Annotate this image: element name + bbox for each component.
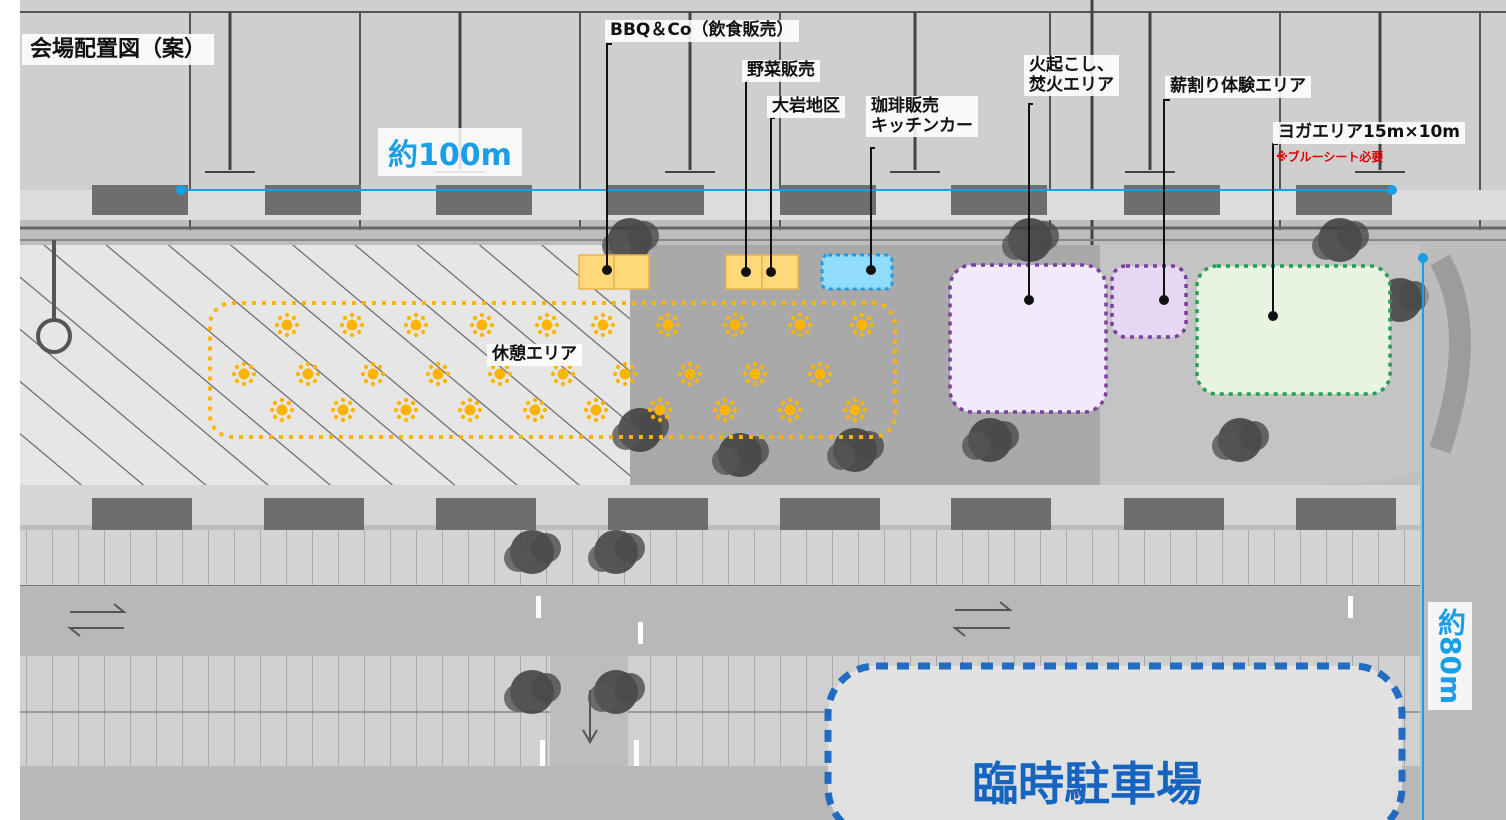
yoga-note: ※ブルーシート必要 [1276,150,1384,164]
seat-marker [295,361,321,387]
label-oiwa: 大岩地区 [767,96,845,118]
label-coffee-line1: 珈琲販売 [871,96,939,116]
seat-marker [231,361,257,387]
seat-marker [849,312,875,338]
label-fire: 火起こし、 焚火エリア [1024,55,1119,97]
label-coffee: 珈琲販売 キッチンカー [866,96,978,138]
seat-marker [457,397,483,423]
seat-marker [403,312,429,338]
depth-dimension: 約80m [1428,602,1472,711]
seat-marker [655,312,681,338]
seat-marker [469,312,495,338]
seat-marker [534,312,560,338]
seat-marker [360,361,386,387]
label-coffee-line2: キッチンカー [871,115,973,136]
label-yoga: ヨガエリア15m×10m [1273,122,1465,144]
seat-marker [712,397,738,423]
label-parking: 臨時駐車場 [972,757,1202,811]
page-title: 会場配置図（案） [22,34,215,66]
seat-marker [274,312,300,338]
seat-marker [842,397,868,423]
seat-marker [425,361,451,387]
seat-marker [330,397,356,423]
seat-marker [807,361,833,387]
seat-marker [339,312,365,338]
label-fire-line1: 火起こし、 [1029,55,1114,75]
seat-marker [742,361,768,387]
seat-marker [777,397,803,423]
seat-marker [269,397,295,423]
label-rest: 休憩エリア [487,344,582,366]
seat-marker [787,312,813,338]
seat-marker [590,312,616,338]
label-fire-line2: 焚火エリア [1029,74,1114,95]
seat-marker [583,397,609,423]
width-dimension: 約100m [378,128,522,176]
seat-marker [722,312,748,338]
label-vegetable: 野菜販売 [742,60,820,82]
seat-marker [612,361,638,387]
seat-marker [647,397,673,423]
label-wood: 薪割り体験エリア [1165,76,1311,98]
label-bbq: BBQ＆Co（飲食販売） [605,20,799,42]
seat-marker [677,361,703,387]
seat-marker [393,397,419,423]
seat-marker [522,397,548,423]
